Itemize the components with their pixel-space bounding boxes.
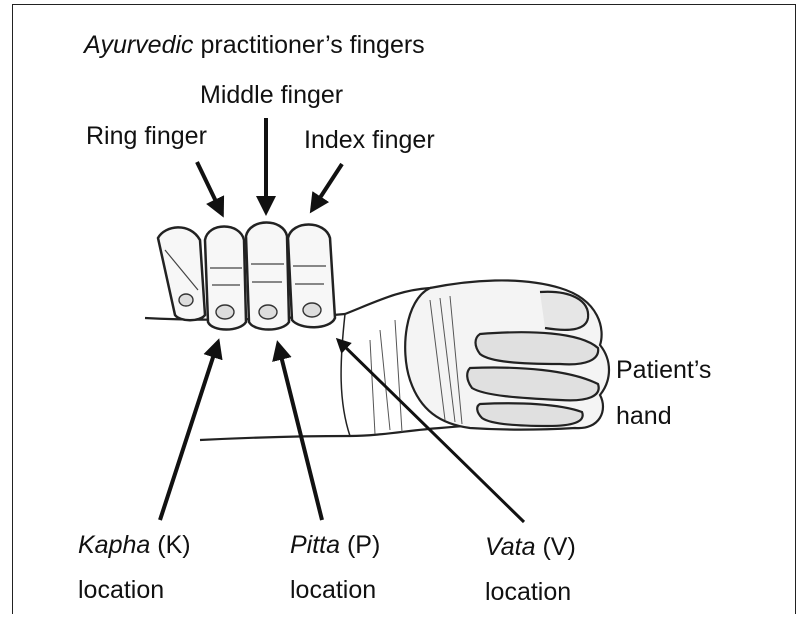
- vata-location-word: location: [485, 577, 571, 607]
- vata-location-label: Vata (V): [485, 532, 576, 562]
- pitta-location-word: location: [290, 575, 376, 605]
- patient-fist-sketch: [405, 280, 609, 429]
- kapha-location-arrow: [160, 342, 218, 520]
- pitta-abbr: (P): [340, 531, 380, 559]
- pitta-location-label: Pitta (P): [290, 530, 380, 560]
- kapha-location-label: Kapha (K): [78, 530, 191, 560]
- patient-hand-label-line1: Patient’s: [616, 355, 711, 385]
- index-finger-label: Index finger: [304, 125, 435, 155]
- kapha-name: Kapha: [78, 531, 150, 559]
- title-italic-term: Ayurvedic: [84, 31, 194, 59]
- patient-hand-label-line2: hand: [616, 401, 672, 431]
- ring-finger-label: Ring finger: [86, 121, 207, 151]
- title-rest: practitioner’s fingers: [194, 31, 425, 59]
- pitta-location-arrow: [278, 344, 322, 520]
- ring-finger-arrow: [197, 162, 222, 214]
- vata-name: Vata: [485, 533, 536, 561]
- middle-finger-label: Middle finger: [200, 80, 343, 110]
- kapha-location-word: location: [78, 575, 164, 605]
- pitta-name: Pitta: [290, 531, 340, 559]
- index-finger-arrow: [312, 164, 342, 210]
- kapha-abbr: (K): [150, 531, 190, 559]
- diagram-title: Ayurvedic practitioner’s fingers: [84, 30, 425, 60]
- vata-abbr: (V): [536, 533, 576, 561]
